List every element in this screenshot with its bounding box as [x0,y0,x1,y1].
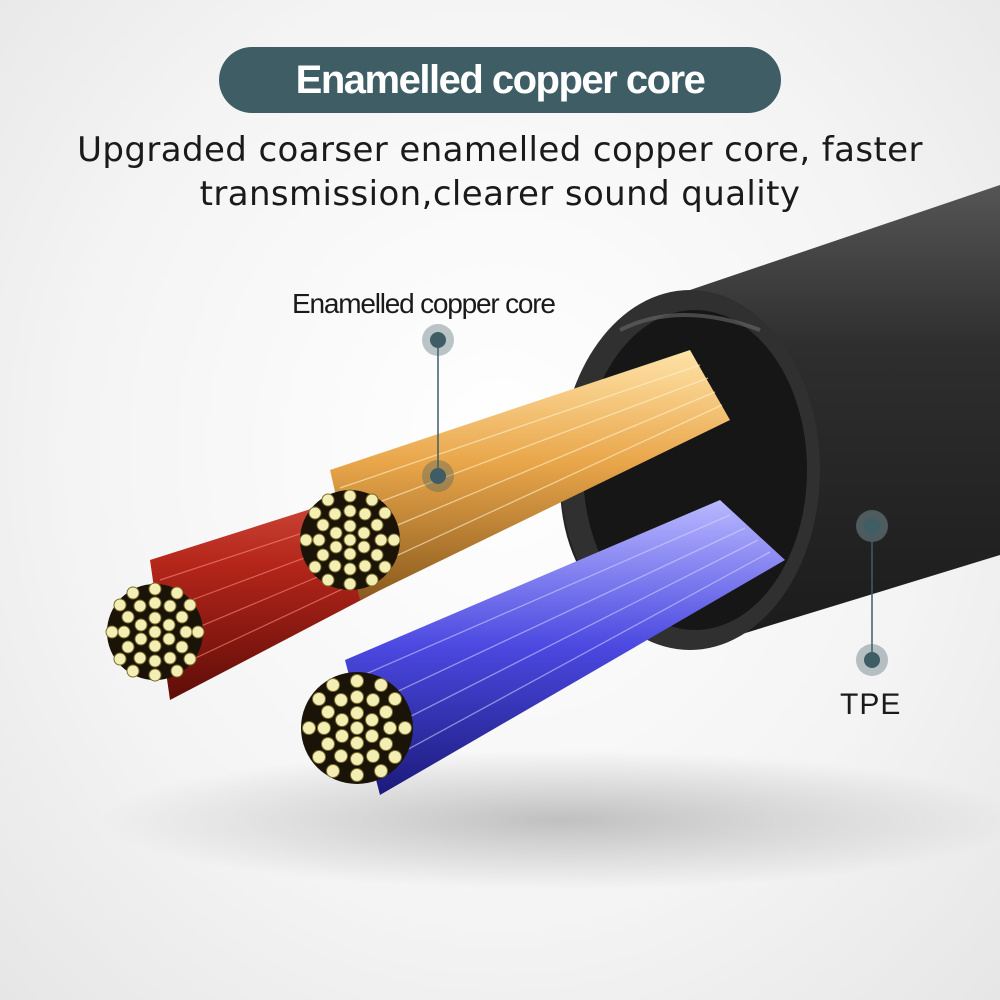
floor-shadow [100,750,1000,890]
blue-wire [345,500,785,795]
tpe-label: TPE [840,688,902,721]
gold-wire-strand-end [299,489,401,591]
title-banner: Enamelled copper core [219,47,781,113]
tpe-callout [856,510,888,676]
subtitle-line-2: transmission,clearer sound quality [199,174,801,214]
core-label: Enamelled copper core [292,288,556,319]
core-callout [422,324,454,492]
subtitle: Upgraded coarser enamelled copper core, … [0,128,1000,216]
red-wire-strand-end [105,582,205,682]
gold-wire [330,350,730,600]
subtitle-line-1: Upgraded coarser enamelled copper core, … [77,130,923,170]
blue-wire-strand-end [301,672,413,784]
page-title: Enamelled copper core [295,57,706,102]
